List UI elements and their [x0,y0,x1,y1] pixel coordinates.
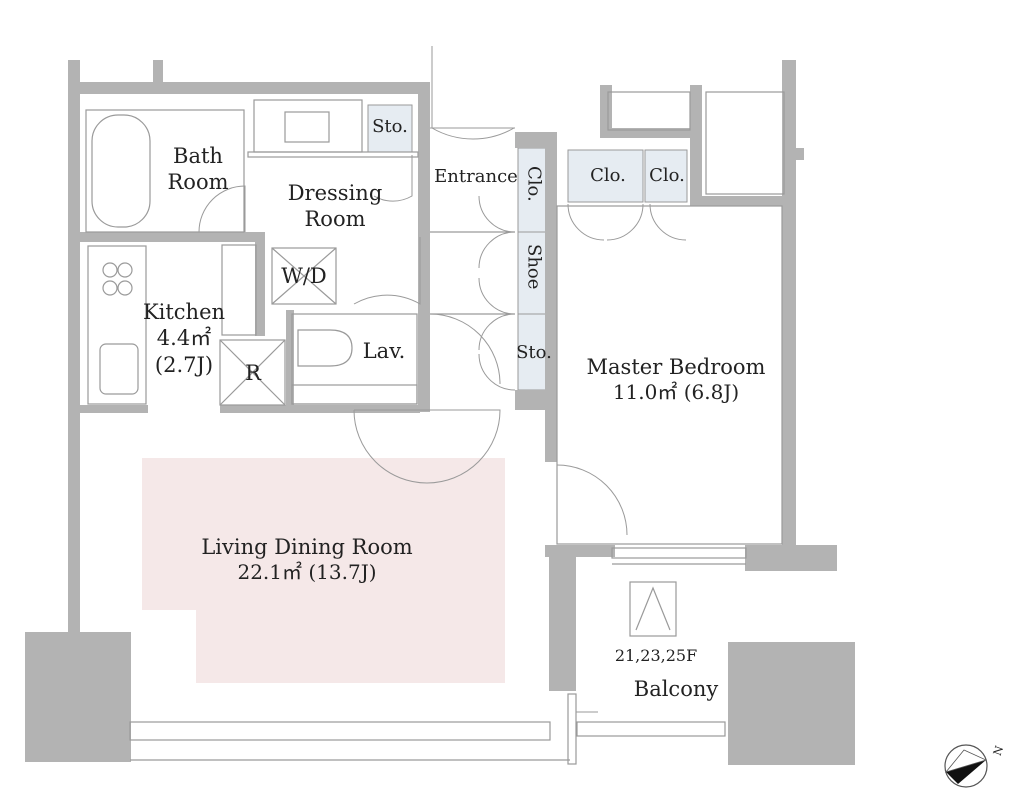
dressing-label-line1: Dressing [287,181,383,205]
storage-mid-label: Sto. [516,342,552,363]
bath-room-label: Bath Room [160,143,236,196]
walls [25,60,855,765]
closet-vertical-label: Clo. [523,166,545,202]
living-dining-label: Living Dining Room 22.1㎡ (13.7J) [180,534,434,585]
closet-1-label: Clo. [590,165,626,186]
refrigerator-label: R [245,361,261,385]
living-dining-area: 22.1㎡ (13.7J) [237,560,377,585]
kitchen-label: Kitchen 4.4㎡ (2.7J) [128,299,240,378]
compass-icon [944,744,988,788]
living-dining-highlight [142,458,505,683]
kitchen-area-m2: 4.4㎡ [156,326,212,351]
storage-top-label: Sto. [372,116,408,137]
master-bedroom-name: Master Bedroom [586,355,766,379]
balcony-floors-label: 21,23,25F [614,646,698,665]
entrance-label: Entrance [434,166,518,187]
dressing-label-line2: Room [304,207,366,232]
bath-label-line2: Room [167,170,229,195]
master-bedroom-area: 11.0㎡ (6.8J) [612,380,740,405]
shoe-label: Shoe [523,244,545,290]
balcony-label: Balcony [633,677,719,701]
living-dining-name: Living Dining Room [201,535,413,559]
washer-dryer-label: W/D [281,264,327,288]
master-bedroom-label: Master Bedroom 11.0㎡ (6.8J) [570,354,782,405]
lavatory-label: Lav. [362,339,406,363]
kitchen-name: Kitchen [142,300,226,324]
thin-lines [85,91,785,765]
kitchen-area-j: (2.7J) [154,352,214,377]
dressing-room-label: Dressing Room [276,180,394,233]
bath-label-line1: Bath [173,144,223,168]
door-swings [198,46,687,713]
storage-fills [367,104,688,391]
closet-2-label: Clo. [649,165,685,186]
